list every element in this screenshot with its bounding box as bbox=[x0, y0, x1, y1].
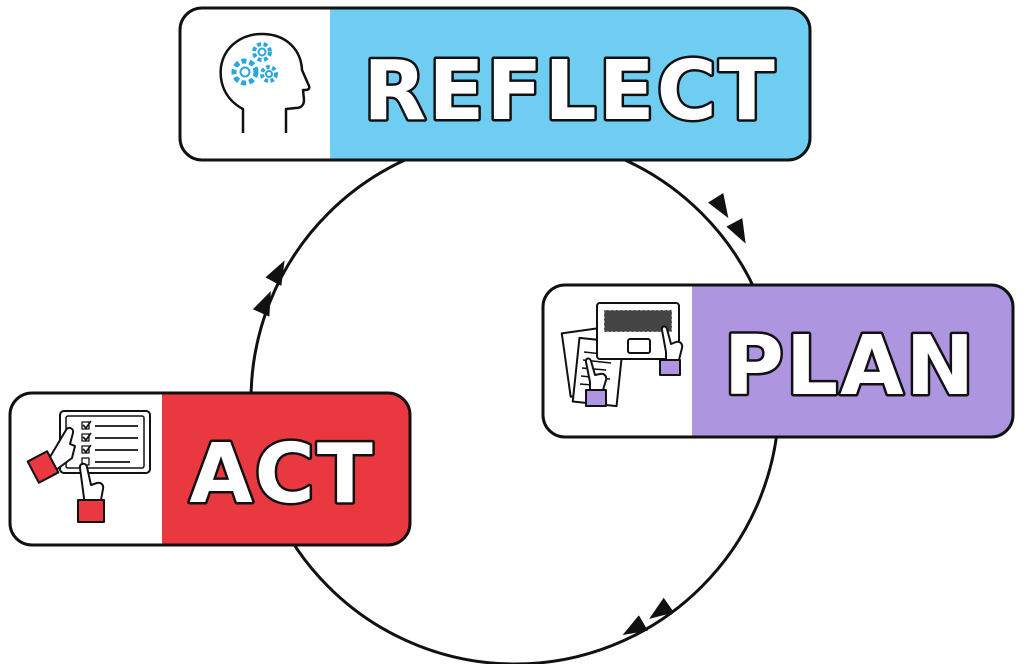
plan-color-band bbox=[692, 285, 1013, 437]
checklist-touch-icon bbox=[26, 410, 151, 523]
laptop-papers-icon bbox=[560, 302, 684, 408]
arrow-reflect-to-plan-2 bbox=[726, 218, 746, 244]
act-color-band bbox=[162, 393, 410, 545]
cycle-arrows bbox=[252, 193, 746, 635]
arrow-plan-to-act-2 bbox=[622, 615, 648, 635]
arrow-act-to-reflect-1 bbox=[252, 291, 271, 317]
plan-label: PLAN bbox=[724, 319, 976, 414]
arrow-reflect-to-plan-1 bbox=[708, 193, 729, 219]
arrow-plan-to-act-1 bbox=[649, 597, 674, 619]
arrow-act-to-reflect-2 bbox=[265, 260, 285, 286]
stage-card-plan: PLAN bbox=[541, 283, 1015, 439]
act-label: ACT bbox=[189, 427, 375, 522]
stage-card-act: ACT bbox=[8, 391, 412, 547]
stage-card-reflect: REFLECT bbox=[178, 6, 812, 162]
head-gears-icon bbox=[219, 32, 311, 133]
reflect-color-band bbox=[330, 8, 810, 160]
reflect-label: REFLECT bbox=[363, 44, 777, 139]
